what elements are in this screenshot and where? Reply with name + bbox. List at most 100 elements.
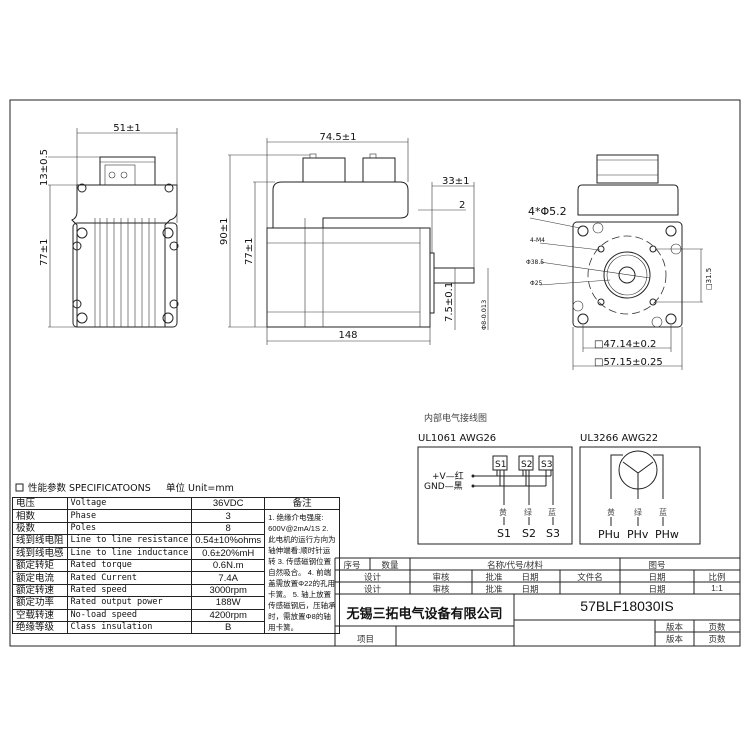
sensor-s3: S3 — [541, 460, 552, 470]
spec-value: 4200rpm — [191, 608, 266, 622]
cable-right-label: UL3266 AWG22 — [580, 433, 658, 444]
top-view — [48, 128, 179, 328]
phase-color-3: 蓝 — [659, 507, 667, 517]
hall-color-2: 绿 — [524, 508, 532, 517]
spec-value: 3 — [191, 509, 266, 523]
dim-housing-length: 74.5±1 — [319, 132, 356, 143]
cable-left-label: UL1061 AWG26 — [418, 433, 496, 444]
spec-label-cn: 电压 — [12, 496, 68, 511]
tb-company: 无锡三拓电气设备有限公司 — [346, 607, 503, 622]
front-view — [529, 154, 703, 370]
tb-name: 名称/代号/材料 — [487, 560, 543, 570]
spec-label-en: No-load speed — [66, 608, 193, 622]
dim-shaft-diameter: Φ8-0.013 — [480, 300, 488, 330]
tb-version-1: 版本 — [665, 622, 683, 632]
drawing-frame — [9, 99, 741, 647]
tb-qty: 数量 — [381, 560, 399, 570]
spec-value: 188W — [191, 596, 266, 610]
hall-out-s1: S1 — [497, 527, 511, 540]
tb-pages-1: 页数 — [708, 622, 726, 632]
tb-design-2: 设计 — [363, 584, 381, 594]
spec-value: 8 — [191, 521, 266, 536]
tb-filename: 文件名 — [577, 572, 603, 582]
spec-label-en: Rated speed — [66, 583, 193, 598]
winding-diagram — [610, 450, 664, 526]
spec-value: 7.4A — [191, 571, 266, 585]
spec-label-cn: 相数 — [12, 509, 68, 523]
tb-date-3: 日期 — [521, 584, 539, 594]
spec-label-cn: 绝缘等级 — [12, 620, 68, 635]
spec-label-cn: 极数 — [12, 521, 68, 536]
wiring-title: 内部电气接线图 — [424, 412, 487, 424]
spec-title: 性能参数 SPECIFICATOONS — [28, 482, 151, 494]
phase-w: PHw — [655, 528, 679, 541]
tb-date-4: 日期 — [648, 584, 666, 594]
spec-label-en: Rated output power — [66, 596, 193, 610]
spec-value: 0.6±20%mH — [191, 546, 266, 560]
tb-scale-label: 比例 — [708, 572, 726, 582]
tb-review-2: 审核 — [432, 584, 450, 594]
dim-flange: 2 — [459, 200, 465, 211]
tb-scale: 1:1 — [711, 583, 723, 593]
spec-label-en: Voltage — [66, 496, 193, 511]
vplus-label: +V—红 — [432, 470, 464, 482]
tb-date-2: 日期 — [648, 572, 666, 582]
spec-value: B — [191, 620, 266, 635]
dim-total-height: 90±1 — [219, 218, 230, 245]
dim-total-length: 148 — [338, 330, 357, 341]
spec-value: 36VDC — [191, 496, 266, 511]
tb-approve-1: 批准 — [485, 572, 503, 582]
gnd-label: GND—黑 — [424, 481, 463, 492]
phase-color-2: 绿 — [634, 508, 642, 517]
tb-model: 57BLF18030IS — [580, 598, 674, 614]
spec-label-en: Rated Current — [66, 571, 193, 585]
tb-approve-2: 批准 — [485, 584, 503, 594]
tb-pages-2: 页数 — [708, 634, 726, 644]
spec-value: 0.54±10%ohms — [191, 534, 266, 548]
tb-review-1: 审核 — [432, 572, 450, 582]
spec-notes: 1. 绝缘介电强度: 600V@2mA/1S 2. 此电机的运行方向为轴伸端看:… — [264, 509, 341, 635]
tb-seq: 序号 — [343, 560, 361, 570]
phase-v: PHv — [627, 528, 649, 541]
spec-value: 0.6N.m — [191, 558, 266, 573]
spec-label-en: Class insulation — [66, 620, 193, 635]
spec-label-en: Phase — [66, 509, 193, 523]
label-threads: 4-M4 — [530, 237, 545, 244]
tb-design-1: 设计 — [363, 572, 381, 582]
label-holes: 4*Φ5.2 — [528, 205, 567, 218]
sensor-s2: S2 — [521, 460, 532, 470]
sensor-s1: S1 — [495, 460, 506, 470]
spec-value: 3000rpm — [191, 583, 266, 598]
tb-date-1: 日期 — [521, 572, 539, 582]
tb-project: 项目 — [356, 634, 374, 644]
label-pilot: Φ25 — [530, 280, 543, 287]
dim-connector-height: 13±0.5 — [39, 149, 50, 186]
dim-motor-height: 77±1 — [244, 238, 255, 265]
spec-checkbox-icon — [15, 483, 24, 492]
dim-shaft-length: 33±1 — [442, 176, 469, 187]
spec-label-cn: 线到线电阻 — [12, 534, 68, 548]
spec-label-cn: 线到线电感 — [12, 546, 68, 560]
spec-label-cn: 额定功率 — [12, 596, 68, 610]
spec-unit: 单位 Unit=mm — [166, 482, 234, 494]
spec-label-en: Line to line inductance — [66, 546, 193, 560]
phase-winding-box — [579, 446, 701, 545]
tb-version-2: 版本 — [665, 634, 683, 644]
label-bolt-square: □31.5 — [705, 268, 713, 290]
spec-label-cn: 额定转速 — [12, 583, 68, 598]
side-view — [228, 138, 489, 345]
dim-width: 51±1 — [113, 123, 140, 134]
dim-frame-size: □57.15±0.25 — [594, 357, 663, 368]
spec-label-cn: 额定转矩 — [12, 558, 68, 573]
phase-color-1: 黄 — [607, 507, 615, 517]
